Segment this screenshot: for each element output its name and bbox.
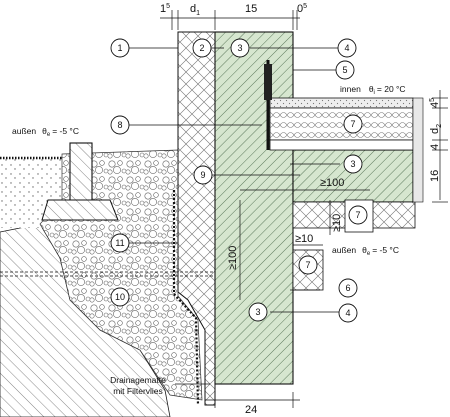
concrete-wall xyxy=(214,31,294,385)
dim-1-5: 15 xyxy=(160,3,170,15)
callout-num: 2 xyxy=(199,43,204,53)
callout-num: 3 xyxy=(237,43,242,53)
callout-num: 10 xyxy=(115,292,125,302)
callout-num: 6 xyxy=(345,283,350,293)
callout-7a xyxy=(343,114,363,134)
dim-ge10-v: ≥10 xyxy=(331,214,343,232)
callout-group xyxy=(110,38,368,323)
callout-4a xyxy=(337,38,357,58)
callout-num: 7 xyxy=(355,210,360,220)
callout-4b xyxy=(338,303,358,323)
callout-3a xyxy=(230,38,250,58)
floor-insulation xyxy=(269,107,414,141)
dim-15: 15 xyxy=(245,3,257,15)
callout-num: 4 xyxy=(345,308,350,318)
callout-num: 1 xyxy=(117,43,122,53)
callout-3b xyxy=(343,154,363,174)
floor-screed xyxy=(269,97,414,109)
callout-1 xyxy=(110,38,130,58)
callout-7b xyxy=(348,205,368,225)
dim-ge100-h: ≥100 xyxy=(320,177,344,189)
callout-3c xyxy=(248,302,268,322)
callout-num: 4 xyxy=(344,43,349,53)
drainage-note-line2: mit Filtervlies xyxy=(113,386,163,396)
callout-num: 3 xyxy=(350,159,355,169)
dim-d1: d1 xyxy=(190,3,200,17)
dim-r-d2: d2 xyxy=(429,124,443,134)
callout-6 xyxy=(338,278,358,298)
dim-r-45: 45 xyxy=(429,98,441,108)
callout-num: 11 xyxy=(115,238,124,248)
callout-num: 7 xyxy=(305,260,310,270)
callout-num: 3 xyxy=(255,307,260,317)
callout-5 xyxy=(335,60,355,80)
callout-2 xyxy=(192,38,212,58)
callout-8 xyxy=(110,115,130,135)
callout-num: 8 xyxy=(117,120,122,130)
callout-num: 9 xyxy=(200,170,205,180)
edge-strip xyxy=(412,97,424,203)
curb-stone xyxy=(69,142,93,204)
dim-ge10-h: ≥10 xyxy=(295,233,313,245)
dim-r-4: 4 xyxy=(429,144,441,150)
floor-layer xyxy=(269,139,414,151)
dim-24: 24 xyxy=(245,404,257,416)
callout-num: 7 xyxy=(350,119,355,129)
dim-ge100-v: ≥100 xyxy=(227,246,239,270)
dim-0-5: 05 xyxy=(297,3,307,15)
dim-r-16: 16 xyxy=(429,170,441,182)
callout-7c xyxy=(298,255,318,275)
callout-num: 5 xyxy=(342,65,347,75)
drainage-note-line1: Drainagematte xyxy=(110,375,166,385)
callout-11 xyxy=(110,233,130,253)
callout-10 xyxy=(110,287,130,307)
callout-9 xyxy=(193,165,213,185)
